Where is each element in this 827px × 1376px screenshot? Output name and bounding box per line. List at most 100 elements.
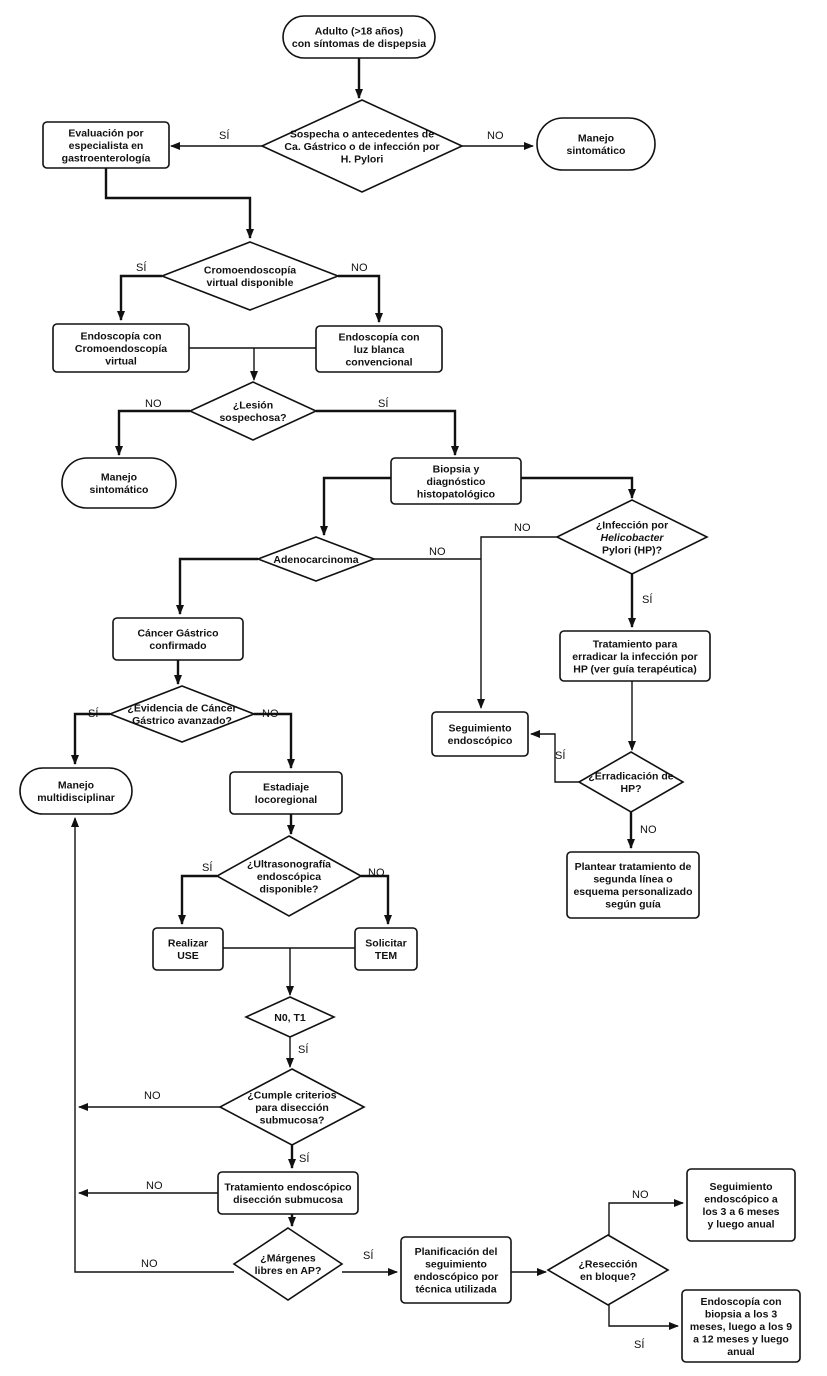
node-text-line: Manejo <box>578 133 614 145</box>
edge-label-si-cromo: SÍ <box>136 261 147 274</box>
node-text-line: virtual disponible <box>207 277 294 289</box>
node-text-line: multidisciplinar <box>37 792 115 804</box>
connector <box>608 1305 679 1330</box>
decision-shape <box>555 499 709 575</box>
node-text-line: Manejo <box>58 780 94 792</box>
connectors <box>71 58 684 1330</box>
terminal-shape <box>61 457 177 509</box>
node-text-line: ¿Cumple criterios <box>247 1089 336 1101</box>
edge-label-si-ultrason: SÍ <box>202 861 213 874</box>
node-text-line: erradicar la infección por <box>572 651 697 663</box>
edge-label-si-avanzado: SÍ <box>88 707 99 720</box>
node-text-line: Seguimiento <box>709 1181 772 1193</box>
node-text-line: gastroenterología <box>62 152 151 164</box>
node-text-line: Evaluación por <box>68 127 143 139</box>
node-text-line: Endoscopía con <box>80 330 161 342</box>
node-text-line: Realizar <box>168 938 208 950</box>
process-shape <box>566 851 700 919</box>
process-shape <box>42 121 170 169</box>
edge-label-si-margenes: SÍ <box>363 1249 374 1262</box>
node-text-line: los 3 a 6 meses <box>702 1206 779 1218</box>
node-text-line: biopsia a los 3 <box>705 1308 778 1320</box>
connector <box>104 168 254 239</box>
node-text-line: meses, luego a los 9 <box>690 1321 792 1333</box>
node-text-line: Adulto (>18 años) <box>315 26 403 38</box>
node-text-line: ¿Ultrasonografía <box>247 858 331 870</box>
node-text-line: Cáncer Gástrico <box>137 628 218 640</box>
node-text-line: Solicitar <box>365 938 406 950</box>
node-text-line: TEM <box>375 950 397 962</box>
connector <box>338 274 383 323</box>
node-text-line: Seguimiento <box>448 723 511 735</box>
node-planificacion: Planificación delseguimientoendoscópico … <box>400 1236 512 1304</box>
node-text-line: y luego anual <box>707 1219 774 1231</box>
node-text-line: especialista en <box>69 140 144 152</box>
connector <box>71 817 234 1273</box>
connector <box>361 874 392 925</box>
connector <box>608 1199 684 1235</box>
node-text-line: según guía <box>605 899 661 911</box>
node-text-line: para disección <box>255 1102 329 1114</box>
node-text-line: disponible? <box>260 883 319 895</box>
node-text-line: Tratamiento para <box>593 638 678 650</box>
node-text-line: Plantear tratamiento de <box>575 861 692 873</box>
edge-label-no-criterios: NO <box>144 1090 161 1102</box>
connector <box>178 874 217 925</box>
decision-shape <box>546 1234 670 1306</box>
edge-label-no-ultrason: NO <box>368 867 385 879</box>
node-text-line: sintomático <box>90 484 149 496</box>
connector <box>530 730 579 783</box>
connector <box>176 557 258 615</box>
process-shape <box>431 711 529 757</box>
node-text-line: sintomático <box>567 145 626 157</box>
node-text-line: Estadiaje <box>263 782 309 794</box>
node-text-line: histopatológico <box>417 488 495 500</box>
edge-label-no-erradicacion: NO <box>640 824 657 836</box>
node-text-line: diagnóstico <box>427 476 486 488</box>
decision-shape <box>188 381 318 441</box>
node-text-line: libres en AP? <box>255 1265 322 1277</box>
edge-label-no-hp: NO <box>514 522 531 534</box>
node-text-line: ¿Lesión <box>233 400 273 412</box>
node-text-line: Endoscopía con <box>700 1296 781 1308</box>
node-text-line: luz blanca <box>354 344 405 356</box>
node-text-line: Adenocarcinoma <box>273 554 358 566</box>
node-text-line: Gástrico avanzado? <box>132 715 232 727</box>
edge-label-no-avanzado: NO <box>262 708 279 720</box>
terminal-shape <box>19 767 133 815</box>
node-text-line: ¿Infección por <box>596 519 668 531</box>
node-text-line: endoscópico <box>448 735 513 747</box>
terminal-shape <box>536 117 656 171</box>
node-text-line: anual <box>727 1346 755 1358</box>
edge-label-no-lesion: NO <box>145 398 162 410</box>
node-text-line: Endoscopía con <box>338 331 419 343</box>
node-d-adeno: Adenocarcinoma <box>255 536 377 582</box>
node-text-line: ¿Resección <box>579 1259 638 1271</box>
node-text-line: Ca. Gástrico o de infección por <box>284 141 439 153</box>
connector <box>477 536 557 709</box>
decision-shape <box>215 835 363 917</box>
edge-label-no-adeno: NO <box>429 546 446 558</box>
process-shape <box>686 1168 796 1242</box>
node-text-line: Biopsia y <box>433 463 480 475</box>
node-start: Adulto (>18 años)con síntomas de dispeps… <box>282 15 436 59</box>
node-text-line: disección submucosa <box>233 1194 343 1206</box>
connector <box>117 274 162 321</box>
edge-label-si-hp: SÍ <box>642 593 653 606</box>
